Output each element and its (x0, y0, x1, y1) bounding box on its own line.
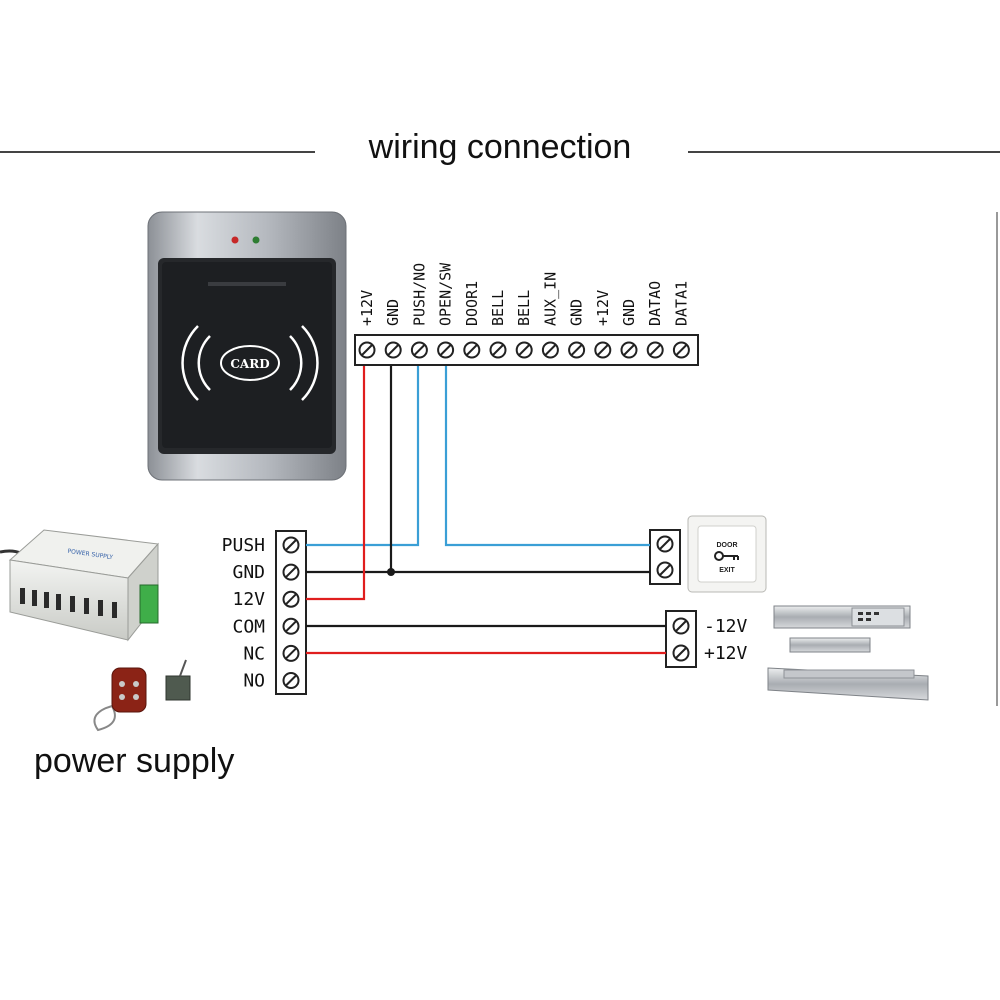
key-icon (714, 551, 739, 561)
page-title: wiring connection (368, 128, 632, 166)
reader-terminal-label: AUX_IN (541, 272, 559, 326)
exit-terminal-block (649, 529, 681, 585)
screw-terminal-icon (656, 535, 674, 553)
led-green-icon (252, 236, 260, 244)
wire-12v-red (306, 366, 366, 601)
wires (306, 366, 666, 655)
screw-terminal-icon (672, 644, 690, 662)
card-reader: CARD (147, 211, 347, 481)
screw-terminal-icon (282, 644, 300, 662)
led-red-icon (231, 236, 239, 244)
screw-terminal-icon (282, 590, 300, 608)
exit-button: DOOR EXIT (687, 515, 767, 593)
power-terminal-label: NO (243, 671, 265, 692)
reader-terminal-label: +12V (594, 290, 612, 326)
lock-terminal-block: -12V +12V (665, 610, 748, 668)
screw-terminal-icon (515, 341, 533, 359)
power-supply-caption: power supply (34, 742, 235, 780)
power-terminal-label: GND (232, 562, 265, 583)
reader-terminal-label: DOOR1 (463, 281, 481, 326)
screw-terminal-icon (646, 341, 664, 359)
reader-terminal-label: OPEN/SW (437, 262, 455, 326)
remote-control-icon (93, 659, 191, 732)
reader-terminal-label: BELL (515, 290, 533, 326)
screw-terminal-icon (437, 341, 455, 359)
power-terminal-label: COM (232, 616, 265, 637)
screw-terminal-icon (672, 617, 690, 635)
gnd-junction-dot (387, 568, 395, 576)
nfc-waves-icon (181, 325, 319, 401)
reader-terminal-label: DATA1 (672, 281, 690, 326)
screw-terminal-icon (282, 617, 300, 635)
reader-terminal-label: GND (568, 299, 586, 326)
power-terminal-label: 12V (232, 589, 265, 610)
power-supply-unit: POWER SUPPLY (0, 529, 160, 642)
screw-terminal-icon (463, 341, 481, 359)
screw-terminal-icon (672, 341, 690, 359)
power-terminal-label: PUSH (222, 535, 265, 556)
screw-terminal-icon (384, 341, 402, 359)
magnetic-lock (767, 605, 929, 701)
power-terminal-label: NC (243, 643, 265, 664)
reader-terminal-label: +12V (358, 290, 376, 326)
screw-terminal-icon (489, 341, 507, 359)
screw-terminal-icon (282, 536, 300, 554)
reader-terminal-strip: +12V GND PUSH/NO OPEN/SW DOOR1 BELL BELL AUX_IN… (354, 262, 699, 366)
screw-terminal-icon (594, 341, 612, 359)
reader-terminal-label: GND (620, 299, 638, 326)
screw-terminal-icon (656, 561, 674, 579)
reader-terminal-label: BELL (489, 290, 507, 326)
card-badge: CARD (230, 357, 269, 371)
reader-terminal-label: PUSH/NO (410, 263, 428, 326)
screw-terminal-icon (410, 341, 428, 359)
screw-terminal-icon (568, 341, 586, 359)
reader-terminal-label: DATAO (646, 281, 664, 326)
lock-terminal-label: +12V (704, 643, 748, 664)
wire-open-blue (444, 366, 650, 547)
screw-terminal-icon (541, 341, 559, 359)
screw-terminal-icon (282, 563, 300, 581)
exit-button-door-label: DOOR (717, 542, 738, 549)
lock-terminal-label: -12V (704, 616, 748, 637)
power-terminal-block: PUSH GND 12V COM NC NO (222, 530, 307, 695)
screw-terminal-icon (358, 341, 376, 359)
screw-terminal-icon (620, 341, 638, 359)
screw-terminal-icon (282, 672, 300, 689)
wire-push-blue (306, 366, 420, 547)
exit-button-exit-label: EXIT (719, 567, 735, 574)
reader-terminal-label: GND (384, 299, 402, 326)
